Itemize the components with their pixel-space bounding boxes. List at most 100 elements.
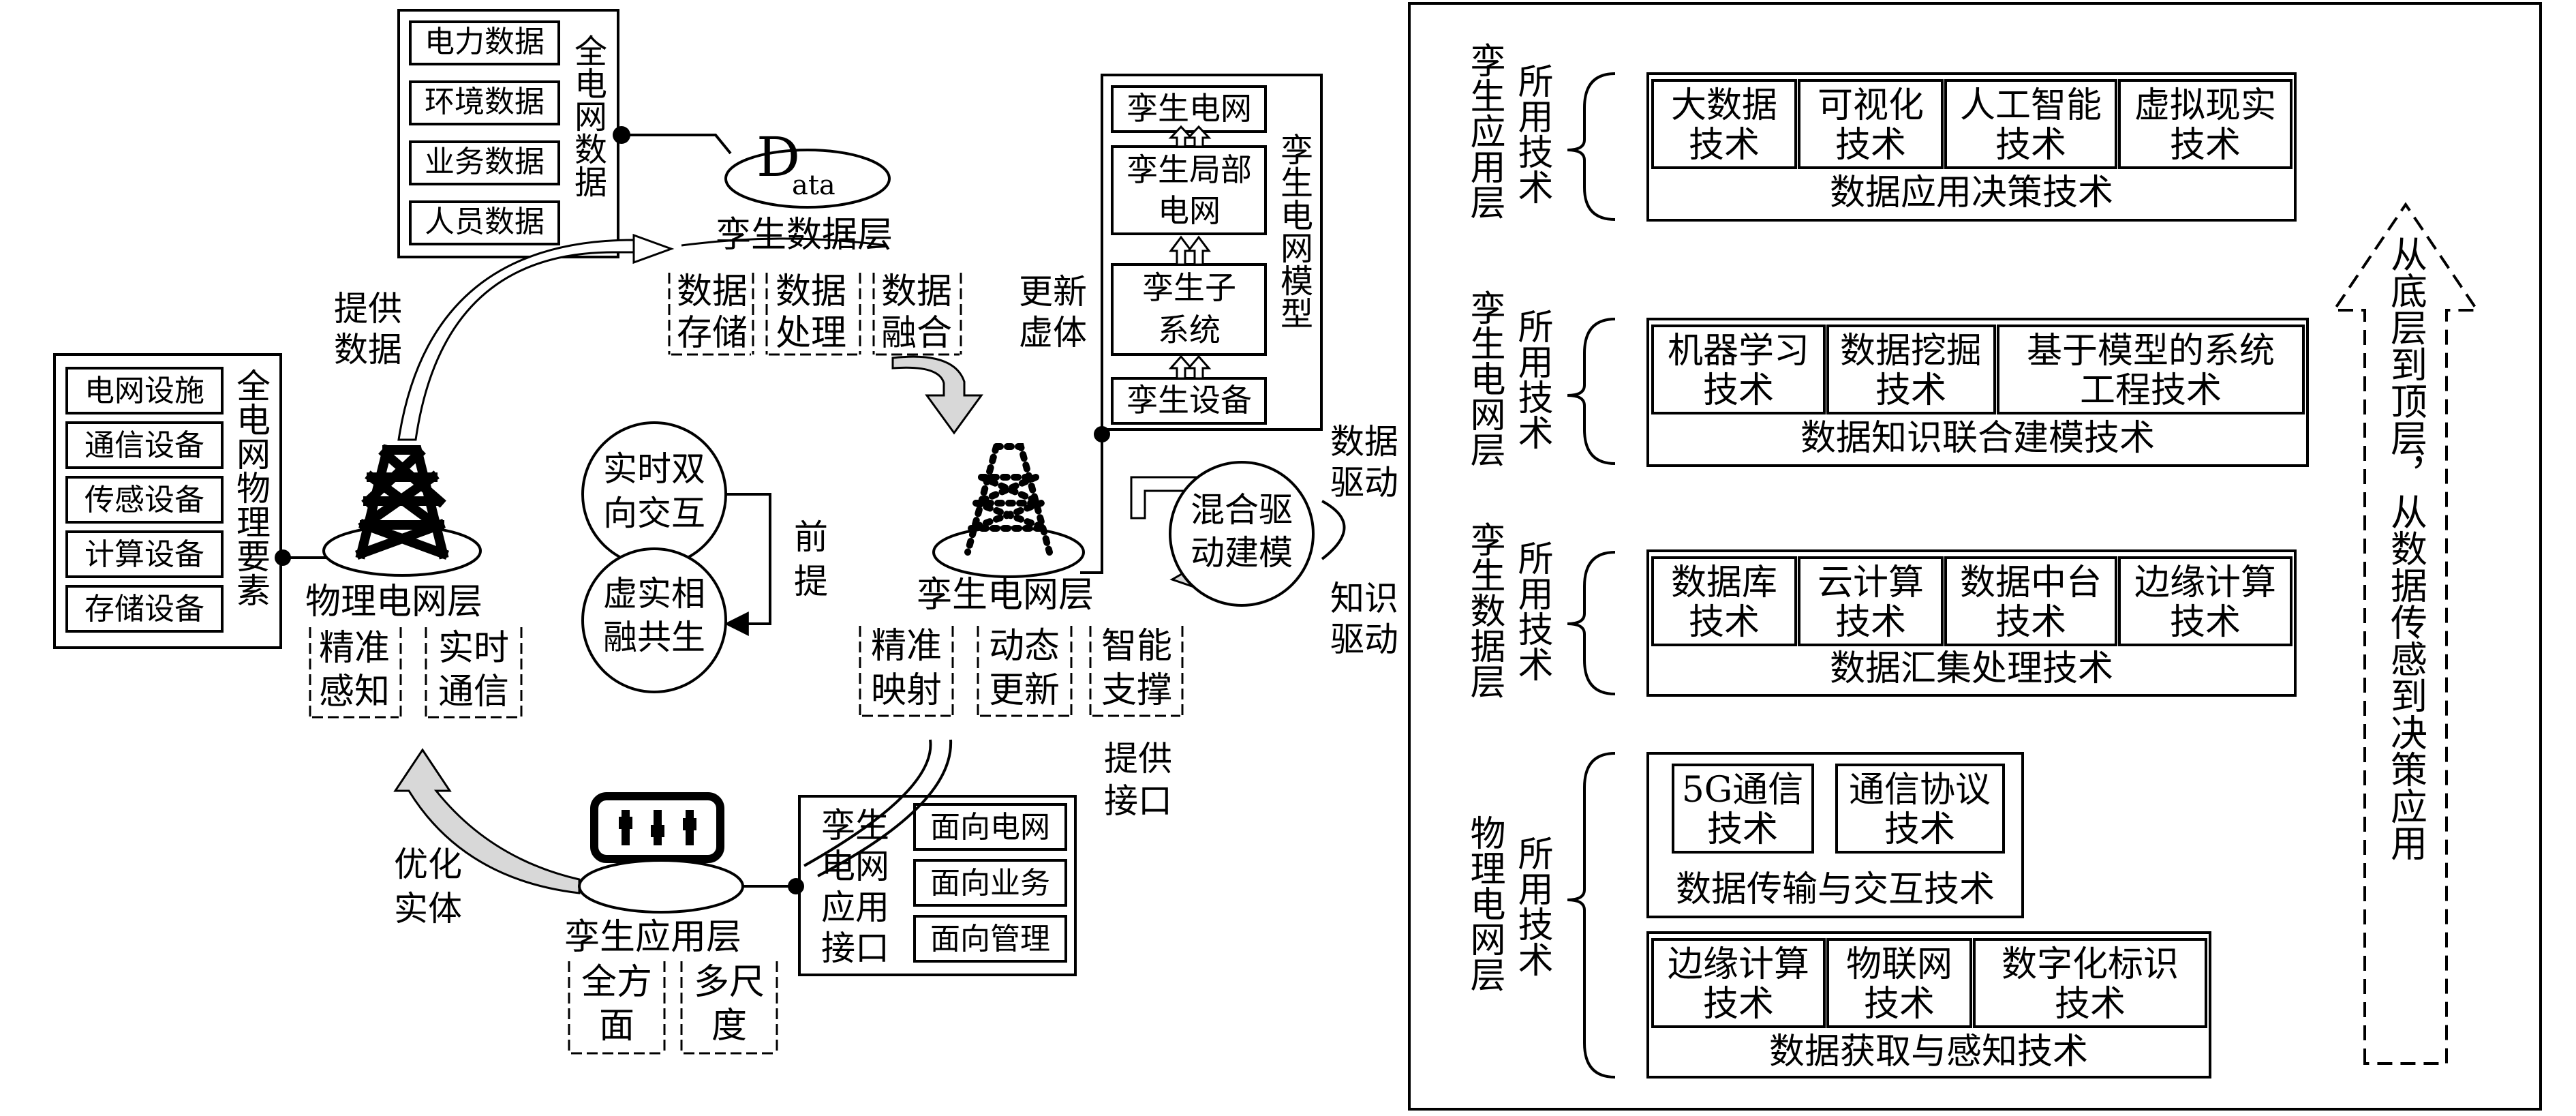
provide-interface-line1: 提供 xyxy=(1104,739,1172,779)
twin-model-item: 孪生设备 xyxy=(1126,382,1252,419)
premise-label-line1: 前 xyxy=(794,517,828,557)
app-interface-title-line: 应用 xyxy=(821,888,889,927)
twin-app-layer-label: 孪生应用层 xyxy=(564,917,741,958)
tech-line1: 5G通信 xyxy=(1682,770,1804,811)
twin-data-feature-line2: 处理 xyxy=(776,313,846,354)
tech-line1: 人工智能 xyxy=(1960,85,2102,126)
tech-line1: 云计算 xyxy=(1818,562,1924,603)
hybrid-modeling-section: 混合驱 动建模 数据 驱动 知识 驱动 xyxy=(1130,422,1398,659)
twin-model-item: 孪生局部 xyxy=(1126,151,1252,188)
app-interface-title-line: 接口 xyxy=(821,929,889,968)
tech-line2: 技术 xyxy=(1875,370,1946,411)
tech-layer-name: 孪生数据层 xyxy=(1464,522,1505,699)
data-driven-line1: 数据 xyxy=(1330,422,1398,462)
twin-app-layer: 孪生应用层 全方 面 多尺 度 xyxy=(564,792,778,1055)
tech-layer-app: 孪生应用层 所用技术 大数据 技术 可视化 技术 人工智能 技术 虚拟现实 技术… xyxy=(1464,42,2297,222)
tech-line2: 技术 xyxy=(1689,602,1760,643)
app-interface-title-line: 孪生 xyxy=(821,806,889,845)
physical-asset-item: 存储设备 xyxy=(85,592,204,627)
tech-line1: 通信协议 xyxy=(1849,770,1991,811)
tech-line1: 数据库 xyxy=(1671,562,1777,603)
all-grid-data-title: 全电网数据 xyxy=(568,34,607,198)
tech-line1: 机器学习 xyxy=(1668,331,1809,372)
premise-circle-top-line2: 向交互 xyxy=(603,494,705,533)
all-grid-data-item: 业务数据 xyxy=(425,145,545,179)
tech-line2: 技术 xyxy=(2170,602,2241,643)
all-grid-data-item: 环境数据 xyxy=(425,85,545,119)
app-interface-item: 面向业务 xyxy=(930,866,1050,901)
premise-circle-bottom-line2: 融共生 xyxy=(603,618,705,657)
bottom-to-top-arrow: 从底层到顶层，从数据传感到决策应用 xyxy=(2331,202,2480,1065)
tech-line2: 技术 xyxy=(2170,125,2241,166)
tech-line2: 技术 xyxy=(1995,602,2066,643)
tech-group-label: 数据获取与感知技术 xyxy=(1769,1031,2088,1072)
tech-layer-name: 孪生电网层 xyxy=(1464,290,1505,467)
physical-asset-item: 传感设备 xyxy=(85,483,204,517)
optimize-label-line1: 优化 xyxy=(394,845,462,884)
tech-line2: 工程技术 xyxy=(2080,370,2222,411)
hybrid-circle-line2: 动建模 xyxy=(1191,533,1293,573)
twin-grid-feature-line2: 支撑 xyxy=(1101,670,1172,711)
tech-line1: 大数据 xyxy=(1671,85,1777,126)
top-arc-line xyxy=(681,237,887,247)
knowledge-driven-line1: 知识 xyxy=(1330,579,1398,618)
data-connector-line xyxy=(622,134,732,155)
optimize-label-line2: 实体 xyxy=(394,889,462,929)
tech-line2: 技术 xyxy=(1835,125,1906,166)
twin-model-item: 孪生电网 xyxy=(1126,90,1252,127)
twin-data-features: 数据 存储 数据 处理 数据 融合 xyxy=(668,271,962,356)
app-interface-title-line: 电网 xyxy=(821,847,889,886)
technology-panel xyxy=(1408,2,2542,1111)
twin-data-feature-line1: 数据 xyxy=(677,271,748,312)
used-tech-label: 所用技术 xyxy=(1512,63,1552,205)
tech-line2: 技术 xyxy=(1703,984,1774,1025)
physical-feature-line2: 感知 xyxy=(319,672,390,712)
update-label-line1: 更新 xyxy=(1019,272,1087,312)
premise-circle-top-line1: 实时双 xyxy=(603,449,705,489)
physical-feature-line2: 通信 xyxy=(438,672,509,712)
all-grid-data-item: 电力数据 xyxy=(425,25,545,59)
tech-layer-name: 孪生应用层 xyxy=(1464,42,1505,220)
twin-data-layer-label: 孪生数据层 xyxy=(716,215,893,256)
used-tech-label: 所用技术 xyxy=(1512,540,1552,682)
twin-grid-feature-line2: 更新 xyxy=(989,670,1060,711)
premise-section: 实时双 向交互 虚实相 融共生 前 提 xyxy=(581,421,828,693)
model-connector-line xyxy=(1080,434,1103,574)
tech-layer-grid: 孪生电网层 所用技术 机器学习 技术 数据挖掘 技术 基于模型的系统 工程技术 … xyxy=(1464,290,2309,467)
tech-line2: 技术 xyxy=(1835,602,1906,643)
twin-data-feature-line2: 融合 xyxy=(881,313,952,354)
all-grid-data-item: 人员数据 xyxy=(425,205,545,239)
tech-line1: 可视化 xyxy=(1818,85,1924,126)
provide-interface-line2: 接口 xyxy=(1104,781,1172,821)
provide-data-label-line2: 数据 xyxy=(334,330,402,370)
tech-group-label: 数据应用决策技术 xyxy=(1830,172,2113,213)
twin-model-item: 电网 xyxy=(1158,192,1221,229)
twin-app-feature-line1: 全方 xyxy=(581,962,652,1003)
tech-line1: 虚拟现实 xyxy=(2134,85,2276,126)
twin-grid-feature-line1: 智能 xyxy=(1101,626,1172,667)
tech-line2: 技术 xyxy=(1995,125,2066,166)
tech-group-label: 数据传输与交互技术 xyxy=(1676,869,1995,910)
app-interface-box: 孪生 电网 应用 接口 面向电网 面向业务 面向管理 xyxy=(798,795,1077,976)
tech-line2: 技术 xyxy=(1884,809,1955,850)
tech-line1: 物联网 xyxy=(1846,944,1952,985)
twin-grid-model-box: 孪生电网 孪生局部 电网 孪生子 系统 孪生设备 孪生电网模型 xyxy=(1101,74,1323,431)
down-arrow-to-twin-grid xyxy=(891,355,983,435)
tech-line1: 边缘计算 xyxy=(1668,944,1809,985)
tech-layer-data: 孪生数据层 所用技术 数据库 技术 云计算 技术 数据中台 技术 边缘计算 技术… xyxy=(1464,522,2297,699)
optimize-entity-arrow xyxy=(393,748,581,894)
physical-feature-line1: 实时 xyxy=(438,628,509,669)
tech-line1: 数据中台 xyxy=(1960,562,2102,603)
app-interface-item: 面向管理 xyxy=(930,922,1050,956)
physical-layer-label: 物理电网层 xyxy=(305,582,482,622)
twin-data-feature-line2: 存储 xyxy=(677,313,748,354)
twin-model-title: 孪生电网模型 xyxy=(1274,133,1313,329)
tech-group-label: 数据知识联合建模技术 xyxy=(1800,418,2155,459)
all-grid-data-items: 电力数据 环境数据 业务数据 人员数据 xyxy=(409,20,560,245)
twin-model-item: 系统 xyxy=(1158,312,1221,348)
tech-line2: 技术 xyxy=(1864,984,1935,1025)
tech-line1: 边缘计算 xyxy=(2134,562,2276,603)
twin-data-feature-line1: 数据 xyxy=(776,271,846,312)
tech-group-label: 数据汇集处理技术 xyxy=(1830,648,2113,689)
